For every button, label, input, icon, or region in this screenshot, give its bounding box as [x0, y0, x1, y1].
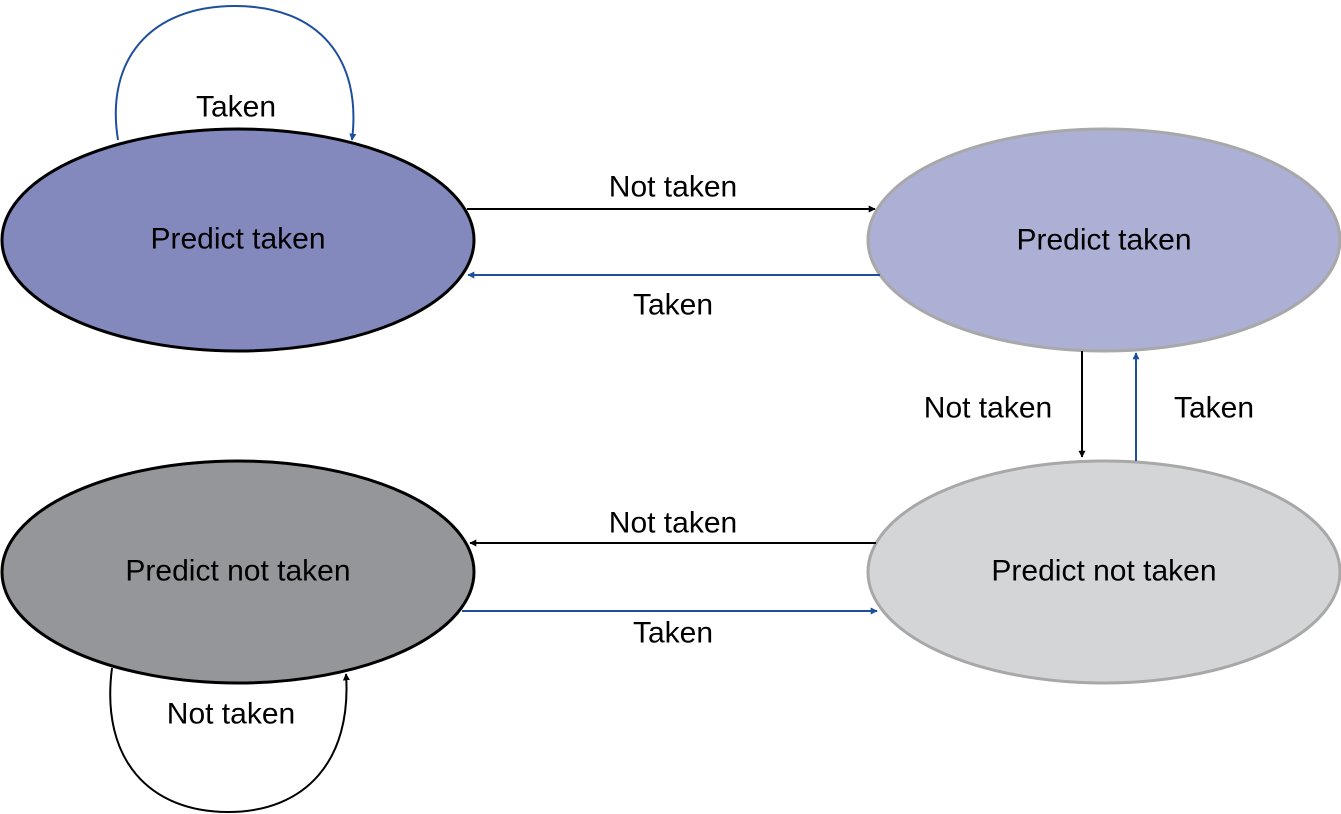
- state-weak-not-taken: [866, 459, 1341, 685]
- edge-self-strong-not-taken: [109, 667, 350, 814]
- state-strong-taken: [0, 127, 476, 353]
- state-strong-not-taken-label: Predict not taken: [125, 555, 350, 588]
- edge-self-strong-taken-label: Taken: [196, 91, 276, 124]
- state-strong-taken-label: Predict taken: [150, 223, 325, 256]
- edge-weak-not-taken-to-strong-not-taken-label: Not taken: [609, 507, 737, 540]
- state-weak-taken: [866, 127, 1341, 353]
- state-weak-taken-label: Predict taken: [1016, 224, 1191, 257]
- edge-strong-taken-to-weak-taken-label: Not taken: [609, 171, 737, 204]
- edge-weak-taken-to-weak-not-taken-label: Not taken: [924, 392, 1052, 425]
- state-strong-not-taken: [0, 459, 476, 685]
- edge-self-strong-taken: [114, 4, 357, 141]
- edge-strong-not-taken-to-weak-not-taken-label: Taken: [633, 617, 713, 650]
- edge-weak-taken-to-strong-taken-label: Taken: [633, 289, 713, 322]
- edge-weak-not-taken-to-weak-taken-label: Taken: [1174, 392, 1254, 425]
- edge-self-strong-not-taken-label: Not taken: [167, 698, 295, 731]
- state-weak-not-taken-label: Predict not taken: [991, 555, 1216, 588]
